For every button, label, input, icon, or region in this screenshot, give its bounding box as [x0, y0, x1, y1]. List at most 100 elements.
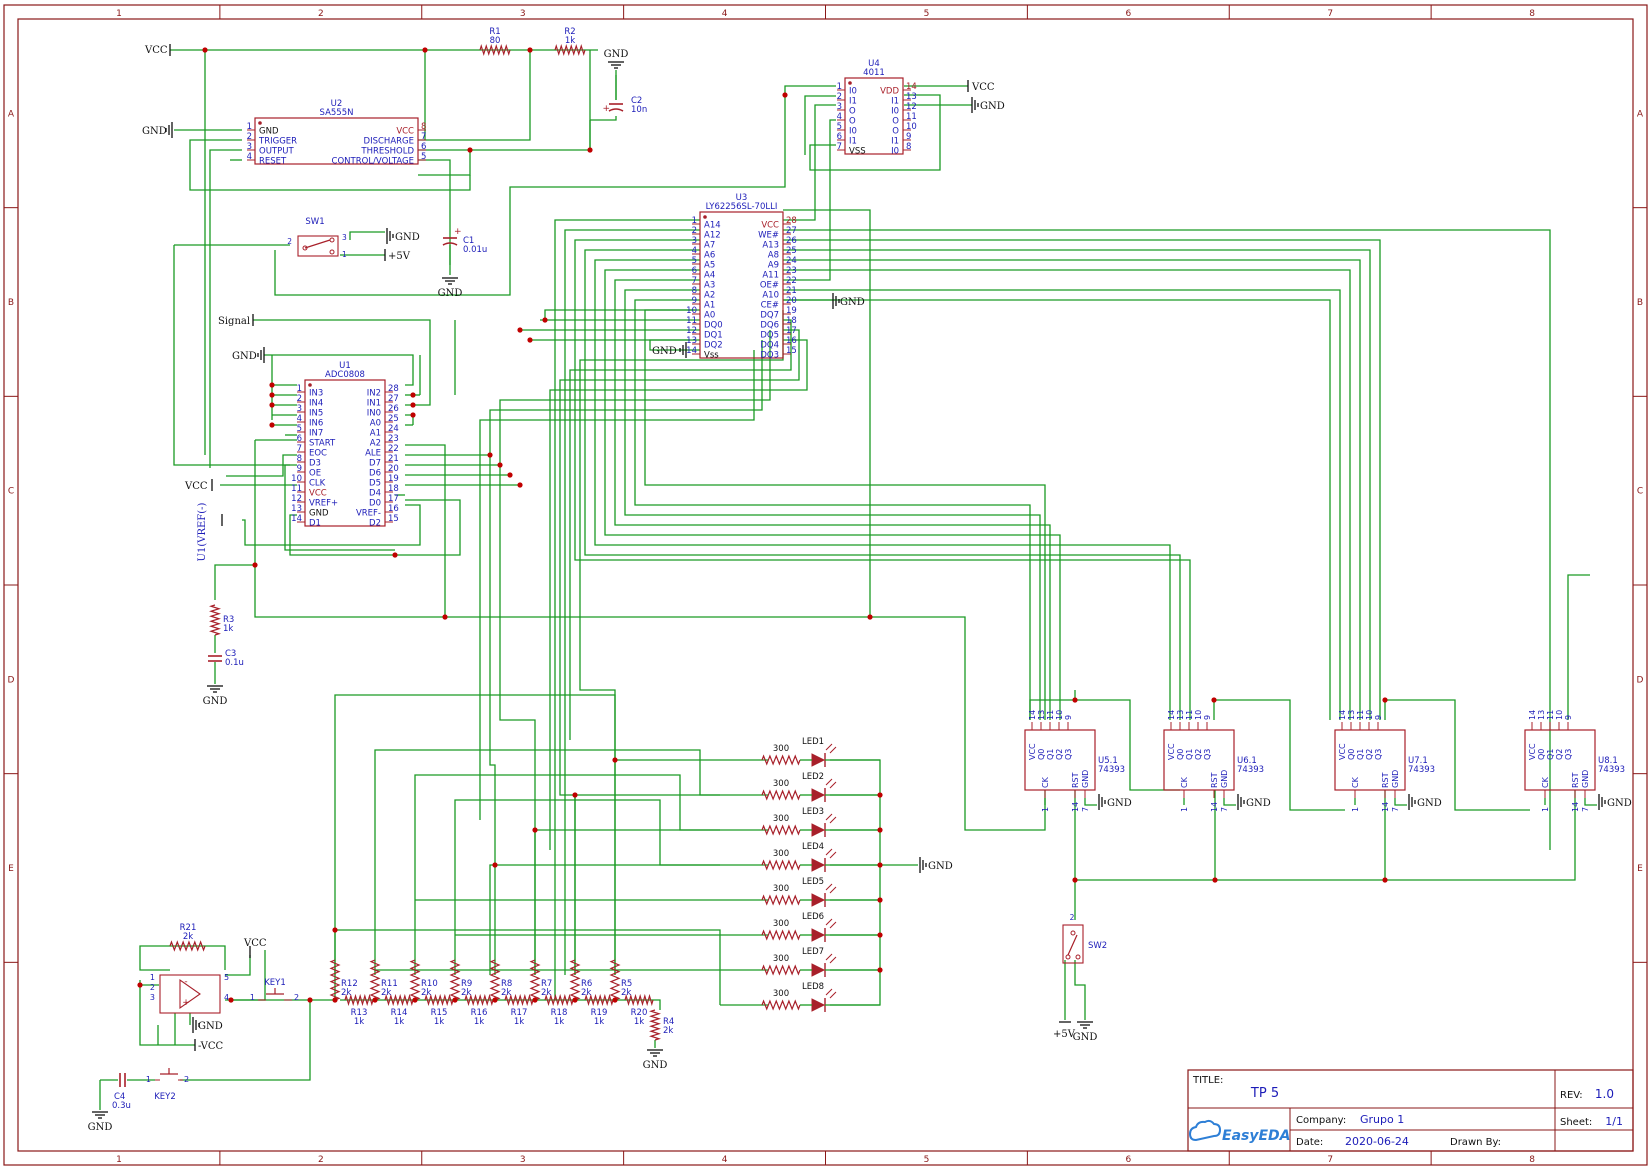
wire — [1029, 699, 1180, 791]
ladder-resistor-r19 — [584, 993, 614, 1007]
sw2-ref: SW2 — [1088, 941, 1107, 951]
pin-number: 2 — [247, 132, 252, 142]
ladder-value: 1k — [554, 1017, 564, 1027]
junction-dot — [412, 997, 418, 1003]
pin-number: 24 — [786, 256, 797, 266]
c3-value: 0.1u — [225, 658, 244, 668]
wire — [225, 955, 251, 976]
wire — [340, 999, 661, 1010]
pin-number: 9 — [1203, 715, 1212, 720]
pin-name: WE# — [758, 231, 779, 241]
wire — [289, 499, 461, 556]
wire — [226, 454, 297, 477]
led-ref: LED7 — [802, 947, 824, 957]
row-label-left: D — [8, 675, 15, 685]
junction-dot — [467, 147, 473, 153]
pin-number: 7 — [692, 276, 697, 286]
a7 — [574, 239, 1191, 720]
junction-dot — [307, 997, 313, 1003]
chip-ref: U2 — [331, 99, 343, 109]
pin-name: GND — [309, 509, 329, 519]
eoc-clk-line — [254, 440, 1046, 831]
row-label-right: D — [1637, 675, 1644, 685]
pin-number: 13 — [1537, 710, 1546, 720]
wire — [479, 350, 755, 820]
u1-vref-label: U1(VREF(-) — [197, 502, 208, 561]
row-label-right: A — [1637, 109, 1644, 119]
pin-number: 11 — [291, 484, 302, 494]
pin-name: OE# — [760, 281, 779, 291]
pin-name: Q1 — [1546, 749, 1555, 760]
pin-name: I0 — [849, 127, 857, 137]
pin-name: Q3 — [1564, 749, 1573, 760]
ladder-value: 1k — [514, 1017, 524, 1027]
junction-dot — [372, 997, 378, 1003]
easyeda-brand: EasyEDA — [1222, 1128, 1291, 1144]
pin-number: 5 — [837, 122, 842, 132]
pin-number: 9 — [692, 296, 697, 306]
pin-number: 14 — [686, 346, 697, 356]
pin-number: 20 — [786, 296, 797, 306]
pin-number: 3 — [297, 404, 302, 414]
discharge-net — [418, 50, 531, 141]
title-value: TP 5 — [1250, 1086, 1279, 1101]
counter-chip-u8-1: 14VCC13Q011Q110Q29Q31CK14RST7GNDU8.17439… — [1524, 710, 1625, 812]
pin-number: 4 — [837, 112, 842, 122]
pin-name: A0 — [370, 419, 381, 429]
pin-name: TRIGGER — [258, 137, 297, 147]
sw1-ref: SW1 — [305, 217, 324, 227]
rev-value: 1.0 — [1595, 1087, 1614, 1101]
company-value: Grupo 1 — [1360, 1113, 1404, 1126]
sw2-5v-label: +5V — [1053, 1029, 1076, 1040]
pin-number: 1 — [150, 973, 155, 982]
row-label-left: B — [8, 298, 14, 308]
junction-dot — [877, 932, 883, 938]
pin-name: D2 — [369, 519, 381, 529]
pin-name: A6 — [704, 251, 715, 261]
c2-ref: C2 — [631, 96, 642, 106]
led-resistor-2 — [761, 789, 801, 801]
wire — [139, 980, 195, 1046]
pin-number: 20 — [388, 464, 399, 474]
wire — [489, 864, 720, 975]
pin-number: 5 — [421, 152, 426, 162]
pin-number: 14 — [1071, 802, 1080, 812]
led-resistor-value: 300 — [773, 989, 789, 999]
pin-number: 26 — [786, 236, 797, 246]
opamp-gnd-label: GND — [198, 1021, 223, 1032]
date-value: 2020-06-24 — [1345, 1135, 1409, 1148]
pin-name: IN5 — [309, 409, 323, 419]
ladder-value: 1k — [634, 1017, 644, 1027]
pin-name: RST — [1571, 772, 1580, 788]
pin-number: 9 — [1374, 715, 1383, 720]
resistor-r21 — [169, 940, 206, 952]
output-net — [209, 149, 242, 468]
pin-number: 7 — [297, 444, 302, 454]
pin-name: Q3 — [1374, 749, 1383, 760]
pin-number: 11 — [906, 112, 917, 122]
ladder-resistor-r12 — [329, 959, 341, 1001]
pin-name: CK — [1180, 776, 1189, 788]
counter-ref: U5.1 — [1098, 756, 1118, 766]
pin-name: A7 — [704, 241, 715, 251]
pin-name: THRESHOLD — [360, 147, 414, 157]
led-ref: LED6 — [802, 912, 824, 922]
led-ref: LED1 — [802, 737, 824, 747]
pin-name: OE — [309, 469, 321, 479]
r4-gnd-label: GND — [643, 1060, 668, 1071]
pin-number: 25 — [388, 414, 399, 424]
pin-number: 17 — [786, 326, 797, 336]
sw1-down — [173, 245, 290, 466]
led-2: LED2 — [800, 772, 880, 802]
pin-name: A8 — [768, 251, 779, 261]
pin-number: 11 — [1546, 710, 1555, 720]
wire — [1567, 574, 1590, 720]
counter-chip-u5-1: 14VCC13Q011Q110Q29Q31CK14RST7GNDU5.17439… — [1024, 710, 1125, 812]
